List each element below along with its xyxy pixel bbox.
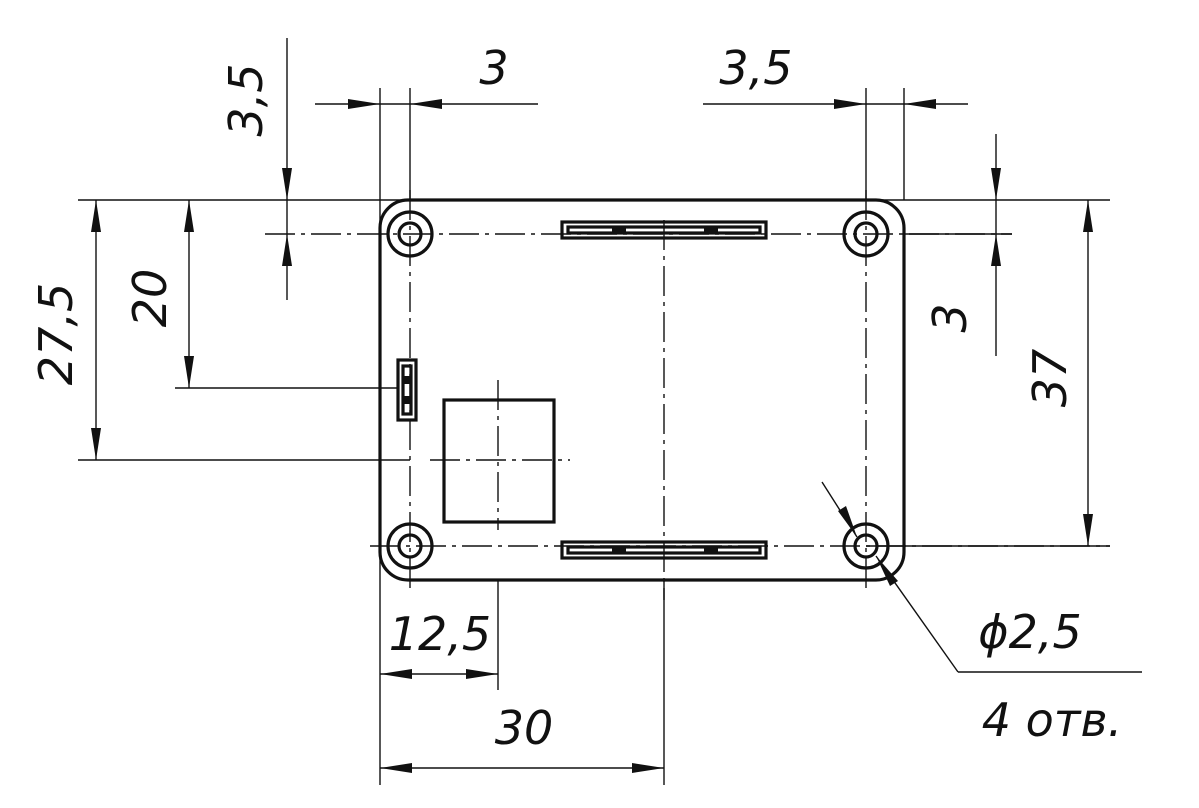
hole-top-left (386, 210, 434, 258)
mounting-holes (386, 210, 890, 570)
dimension-lines (91, 38, 1142, 773)
dim-bottom-small: 12,5 (389, 607, 491, 661)
dim-top-left-hole-offset: 3,5 (219, 63, 273, 136)
connector-bottom (560, 540, 768, 560)
hole-bottom-left (386, 522, 434, 570)
chip-rectangle (442, 398, 556, 524)
dim-top-left-gap: 3 (479, 41, 508, 95)
dim-left-height-small: 20 (123, 269, 177, 328)
dim-bottom-large: 30 (495, 701, 554, 755)
dim-left-height-large: 27,5 (29, 283, 83, 385)
hole-top-right (842, 210, 890, 258)
dim-hole-count: 4 отв. (982, 693, 1123, 747)
connector-top (560, 220, 768, 240)
dim-top-right-gap: 3,5 (719, 41, 792, 95)
dim-right-hole-offset: 3 (923, 303, 977, 332)
connector-side (396, 358, 418, 422)
dim-overall-height: 37 (1023, 349, 1077, 408)
dim-hole-diameter: ϕ2,5 (978, 605, 1082, 659)
center-lines (265, 190, 1110, 600)
dimension-labels: 3 3,5 3,5 3 37 27,5 20 12,5 30 ϕ2,5 4 от… (29, 41, 1122, 755)
extension-lines (78, 88, 1110, 785)
